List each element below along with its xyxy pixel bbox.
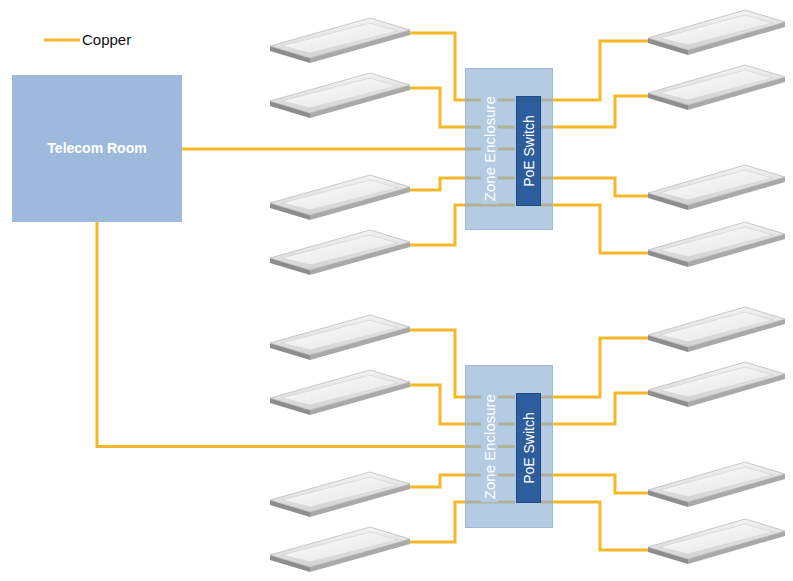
- light-fixture: [648, 10, 785, 55]
- zone-enclosure: Zone Enclosure PoE Switch: [465, 365, 553, 528]
- zone-enclosure: Zone Enclosure PoE Switch: [465, 68, 553, 230]
- node-label: PoE Switch: [520, 412, 536, 484]
- fixture-panel: [648, 65, 785, 105]
- fixture-panel: [270, 73, 410, 113]
- copper-wire: [540, 96, 650, 127]
- fixture-lens: [282, 532, 398, 562]
- poe-switch: PoE Switch: [516, 393, 541, 503]
- fixture-lens: [282, 180, 398, 210]
- fixture-panel: [270, 230, 410, 270]
- light-fixture: [648, 519, 785, 564]
- light-fixture: [270, 315, 410, 360]
- fixture-panel: [648, 362, 785, 402]
- fixture-panel: [648, 307, 785, 347]
- fixture-panel: [648, 462, 785, 502]
- copper-wire: [540, 502, 650, 550]
- fixture-panel: [648, 222, 785, 262]
- fixture-lens: [282, 320, 398, 350]
- legend-line-sample: [44, 39, 80, 42]
- fixture-lens: [660, 227, 773, 257]
- fixture-lens: [660, 467, 773, 497]
- fixture-lens: [660, 70, 773, 100]
- copper-wire: [540, 205, 650, 253]
- copper-wire: [540, 338, 650, 397]
- fixture-lens: [660, 170, 773, 200]
- telecom-room-box: Telecom Room: [12, 75, 182, 222]
- fixture-panel: [648, 165, 785, 205]
- copper-wire: [540, 393, 650, 424]
- node-label: PoE Switch: [520, 115, 536, 187]
- fixture-panel: [270, 315, 410, 355]
- light-fixture: [270, 527, 410, 572]
- fixture-panel: [270, 18, 410, 58]
- copper-wire: [540, 41, 650, 100]
- light-fixture: [270, 370, 410, 415]
- node-label: Zone Enclosure: [481, 391, 498, 502]
- light-fixture: [270, 230, 410, 275]
- light-fixture: [648, 65, 785, 110]
- light-fixture: [270, 73, 410, 118]
- fixture-lens: [282, 23, 398, 53]
- fixture-panel: [270, 527, 410, 567]
- light-fixture: [648, 165, 785, 210]
- fixture-lens: [660, 312, 773, 342]
- light-fixture: [648, 307, 785, 352]
- light-fixture: [648, 462, 785, 507]
- fixture-lens: [660, 367, 773, 397]
- copper-wires: [408, 33, 650, 550]
- fixture-lens: [660, 524, 773, 554]
- fixture-lens: [282, 78, 398, 108]
- fixture-panel: [648, 10, 785, 50]
- fixture-panel: [648, 519, 785, 559]
- node-label: Telecom Room: [47, 140, 146, 156]
- fixture-lens: [282, 477, 398, 507]
- light-fixtures: [270, 10, 785, 572]
- fixture-lens: [282, 235, 398, 265]
- legend-text: Copper: [82, 31, 131, 48]
- copper-wire: [540, 178, 650, 196]
- node-label: Zone Enclosure: [481, 93, 498, 204]
- poe-switch: PoE Switch: [516, 96, 541, 206]
- light-fixture: [270, 18, 410, 63]
- copper-connector: [97, 222, 465, 447]
- light-fixture: [648, 222, 785, 267]
- copper-wire: [540, 475, 650, 493]
- fixture-lens: [660, 15, 773, 45]
- fixture-panel: [270, 472, 410, 512]
- light-fixture: [648, 362, 785, 407]
- light-fixture: [270, 472, 410, 517]
- fixture-panel: [270, 370, 410, 410]
- fixture-panel: [270, 175, 410, 215]
- copper-connector: [182, 148, 465, 151]
- fixture-lens: [282, 375, 398, 405]
- light-fixture: [270, 175, 410, 220]
